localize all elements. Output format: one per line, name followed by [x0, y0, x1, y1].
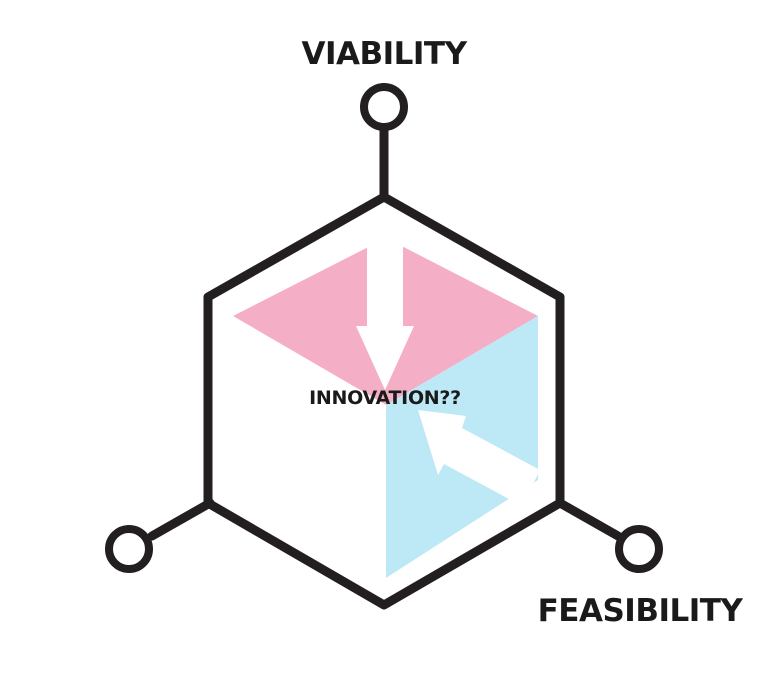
hexagon-outline: [203, 192, 565, 610]
feasibility-label: FEASIBILITY: [538, 593, 744, 629]
bottom-left-connector: [147, 498, 215, 541]
innovation-label: INNOVATION??: [309, 387, 461, 409]
arrow-up-left: [418, 410, 540, 506]
ring-node-icon: [360, 83, 408, 131]
viability-label: VIABILITY: [301, 36, 467, 72]
ring-node-icon: [615, 525, 663, 573]
ring-node-icon: [105, 525, 153, 573]
bottom-right-connector: [555, 498, 623, 541]
arrow-down: [356, 238, 414, 390]
